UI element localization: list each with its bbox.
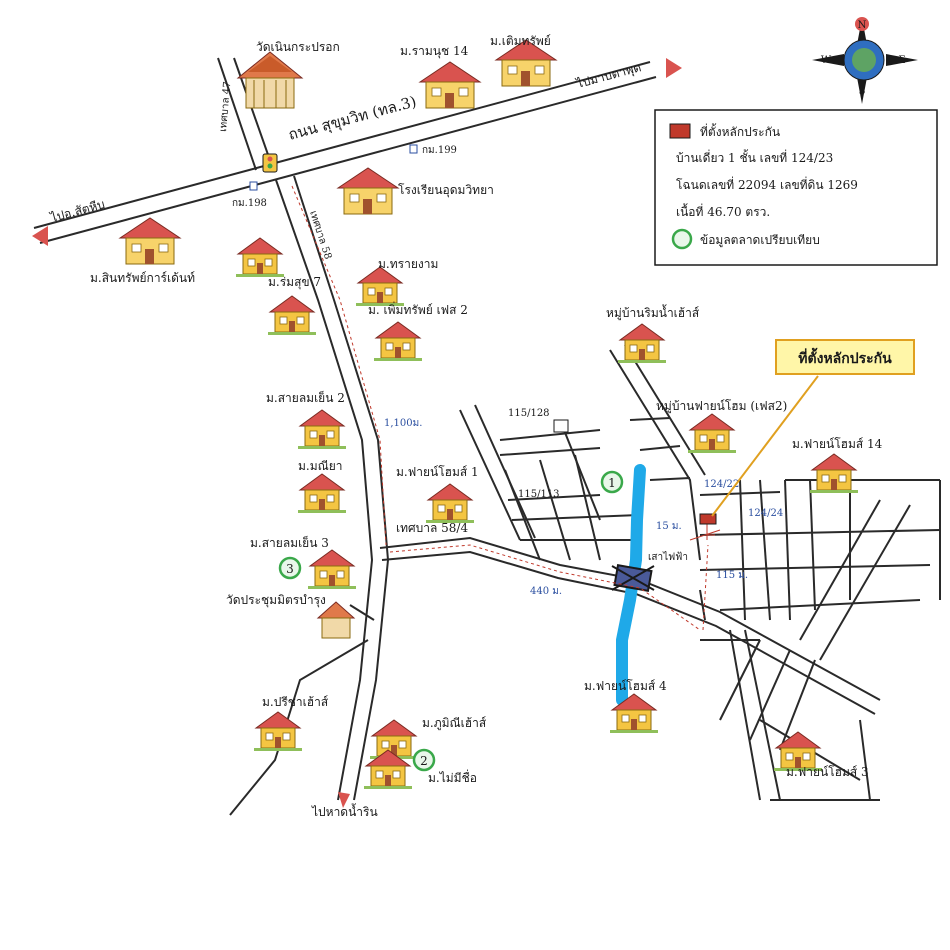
legend-comparable: ข้อมูลตลาดเปรียบเทียบ [700,233,820,248]
temple-icon [316,601,356,639]
label-fine-home-1: ม.ฟายน์โฮมส์ 1 [396,465,479,479]
village-road-grid [459,344,941,661]
collateral-plot [699,513,717,525]
label-sinsap-garden: ม.สินทรัพย์การ์เด้นท์ [90,271,195,285]
label-fine-home-phase2: หมู่บ้านฟายน์โฮม (เฟส2) [656,399,787,414]
km-label-198: กม.198 [232,198,267,209]
legend-collateral-swatch [669,123,691,139]
label-no-name: ม.ไม่มีชื่อ [428,769,477,785]
direction-arrow-icon [32,58,682,808]
label-sailom-yen-3: ม.สายลมเย็น 3 [250,535,329,550]
legend-line-3: โฉนดเลขที่ 22094 เลขที่ดิน 1269 [676,176,858,192]
route-line [291,185,709,631]
temple-icon [236,51,304,109]
svg-text:2: 2 [420,754,428,768]
road-label-to-map-ta-phut: ไปมาบตาพุด [574,60,643,92]
compass-w: W [821,55,832,66]
label-ramnut-14: ม.รามนุช 14 [400,44,469,59]
callout-text: ที่ตั้งหลักประกัน [798,347,892,367]
label-phummanee: ม.ภูมิณีเฮ้าส์ [422,716,487,731]
traffic-light-icon [262,153,278,173]
road-label-to-sattahip: ไปอ.สัตหีบ [48,197,106,225]
legend-line-4: เนื้อที่ 46.70 ตรว. [676,203,770,219]
road-label-soi-115-113: 115/113 [518,489,560,500]
distance-label-15m: 15 ม. [656,521,682,532]
road-label-soi-115-128: 115/128 [508,408,550,419]
label-maneeya: ม.มณียา [298,459,343,473]
distance-label-1100m: 1,100ม. [384,418,422,429]
callout-box [775,339,915,375]
label-plot-124-22: 124/22 [704,479,739,490]
compass-n: N [858,20,867,31]
comparable-marker-3: 3 [278,556,302,580]
legend-collateral-title: ที่ตั้งหลักประกัน [700,123,780,139]
label-fine-home-14: ม.ฟายน์โฮมส์ 14 [792,437,883,451]
label-saingam: ม.ทรายงาม [378,257,438,271]
label-sailom-yen-2: ม.สายลมเย็น 2 [266,390,345,405]
distance-label-440m: 440 ม. [530,586,562,597]
svg-text:3: 3 [286,562,294,576]
sukhumvit-road [33,61,657,244]
legend: ที่ตั้งหลักประกัน บ้านเดี่ยว 1 ชั้น เลขท… [654,109,938,266]
road-label-tessaban-47: เทศบาล 47 [218,81,233,132]
callout-pointer [711,375,819,517]
compass-s: S [859,86,866,97]
compass-rose-icon: N S W E [812,17,918,104]
west-branch-roads [229,604,375,816]
legend-comparable-swatch [671,228,693,250]
label-wat-noen-krabok: วัดเนินกระปรอก [256,40,340,54]
km-label-199: กม.199 [422,145,457,156]
road-label-to-hat-nam-rin: ไปหาดน้ำริน [311,803,378,819]
label-riverside-village: หมู่บ้านริมน้ำเฮ้าส์ [606,304,700,321]
comparable-marker-1: 1 [600,470,624,494]
pole-label: เสาไฟฟ้า [648,551,688,563]
road-label-tessaban-58-4: เทศบาล 58/4 [396,521,468,535]
label-pricha-house: ม.ปรีชาเฮ้าส์ [262,695,329,709]
label-phoemsap-2: ม. เพิ่มทรัพย์ เฟส 2 [368,301,468,317]
legend-line-2: บ้านเดี่ยว 1 ชั้น เลขที่ 124/23 [676,149,833,165]
tessaban-58-road [275,175,390,801]
distance-label-115m: 115 ม. [716,570,748,581]
svg-text:1: 1 [608,476,616,490]
comparable-marker-2: 2 [412,748,436,772]
label-fine-home-4: ม.ฟายน์โฮมส์ 4 [584,679,667,693]
label-fine-home-3: ม.ฟายน์โฮมส์ 3 [786,765,869,779]
bridge-icon [611,564,655,592]
road-label-sukhumvit: ถนน สุขุมวิท (ทล.3) [286,92,418,144]
southeast-road-grid [700,629,880,801]
label-romsuk-7: ม.ร่มสุข 7 [268,275,321,290]
label-plot-124-24: 124/24 [748,508,783,519]
kilometer-marker-icon [249,144,418,191]
compass-e: E [898,55,905,66]
label-wat-prachum: วัดประชุมมิตรบำรุง [226,593,326,608]
label-toemsap: ม.เติมทรัพย์ [490,34,551,48]
label-udom-witthaya: โรงเรียนอุดมวิทยา [398,183,494,198]
soi-115-128-box [553,419,569,433]
